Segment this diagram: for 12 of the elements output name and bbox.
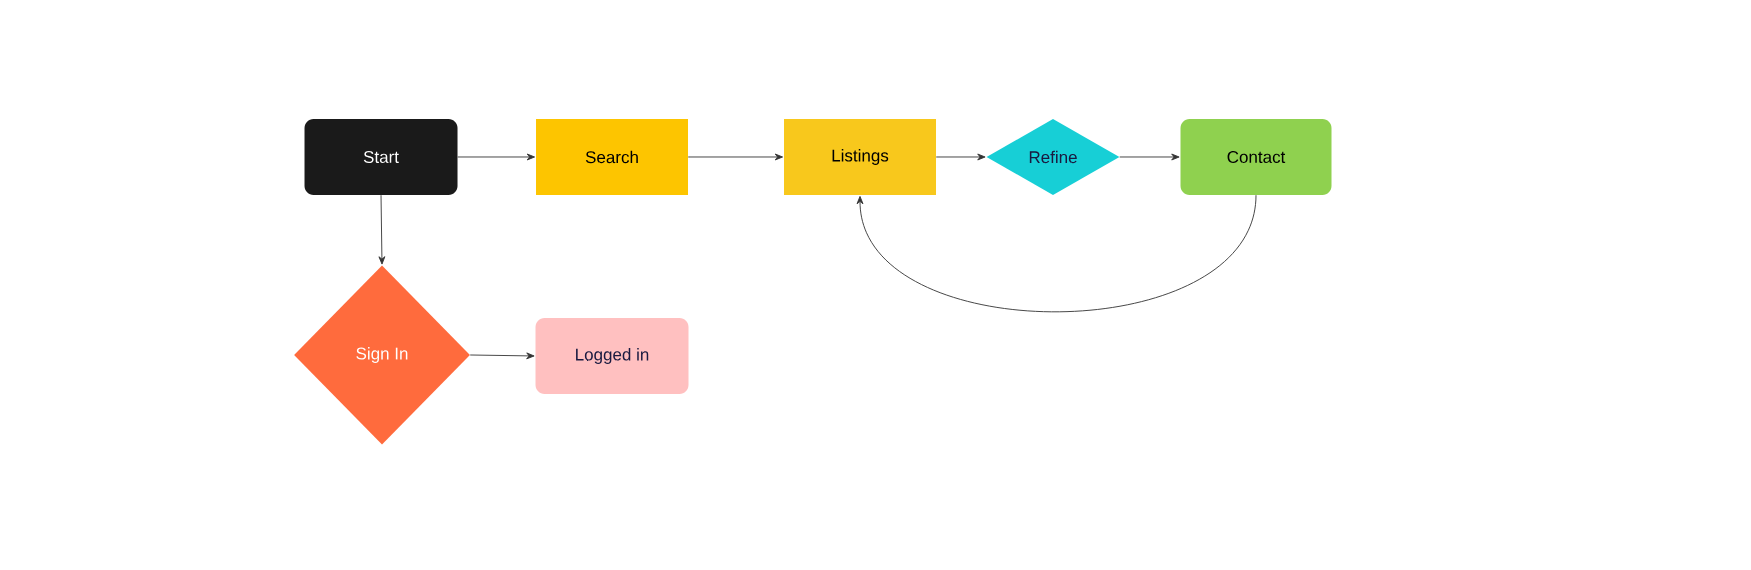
arrow — [687, 153, 784, 161]
arrow — [856, 194, 1257, 313]
arrow — [457, 153, 536, 161]
process-box: Listings — [784, 119, 936, 195]
end-box: Logged in — [535, 318, 689, 394]
arrow — [378, 194, 386, 265]
arrow — [935, 153, 986, 161]
process-box: Contact — [1180, 119, 1332, 195]
arrow — [469, 352, 535, 360]
start-box: Start — [304, 119, 458, 195]
arrow — [1119, 153, 1180, 161]
process-box: Search — [536, 119, 688, 195]
